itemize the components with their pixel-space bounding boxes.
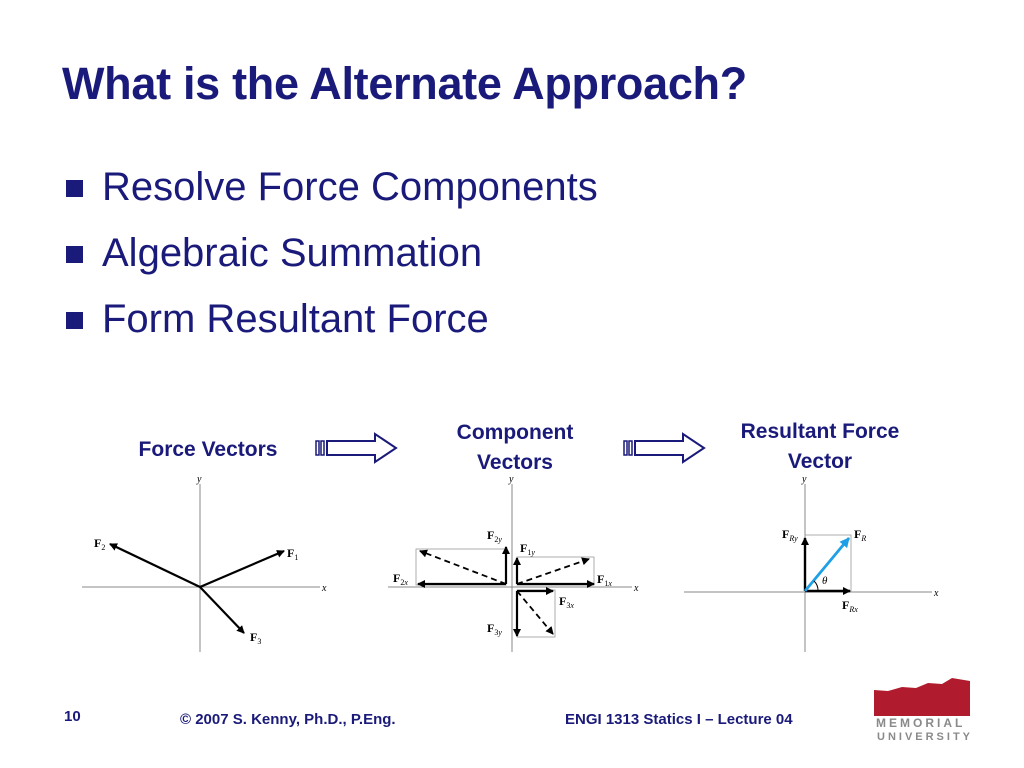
bullet-square-icon — [66, 180, 83, 197]
svg-text:F1y: F1y — [520, 541, 535, 557]
svg-text:F1: F1 — [287, 546, 298, 562]
flow-arrow-2 — [623, 432, 706, 464]
bullet-item: Algebraic Summation — [62, 228, 598, 294]
svg-text:F1x: F1x — [597, 572, 612, 588]
svg-text:F2: F2 — [94, 536, 105, 552]
svg-text:F2x: F2x — [393, 571, 408, 587]
footer-course: ENGI 1313 Statics I – Lecture 04 — [565, 711, 793, 728]
svg-text:y: y — [801, 474, 807, 485]
bullet-text: Algebraic Summation — [102, 231, 483, 275]
svg-text:F2y: F2y — [487, 528, 502, 544]
svg-text:MEMORIAL: MEMORIAL — [876, 716, 965, 730]
x-axis-label: x — [321, 583, 327, 594]
svg-text:x: x — [933, 588, 939, 599]
svg-text:FRy: FRy — [782, 527, 798, 543]
component-vectors-figure: x y F2y F1y F2x F1x F3x F3y — [388, 474, 639, 652]
component-vectors-label: Component Vectors — [456, 421, 574, 474]
theta-label: θ — [822, 575, 828, 587]
svg-text:F3: F3 — [250, 630, 261, 646]
bullet-list: Resolve Force Components Algebraic Summa… — [62, 162, 598, 360]
svg-text:y: y — [508, 474, 514, 485]
memorial-university-logo: MEMORIAL UNIVERSITY — [874, 678, 973, 743]
resultant-vector-figure: x y θ FRy FR FRx — [684, 474, 939, 652]
bullet-item: Resolve Force Components — [62, 162, 598, 228]
resultant-force-vector-label: Resultant Force Vector — [740, 420, 900, 473]
resultant-arrow — [803, 537, 851, 592]
bullet-square-icon — [66, 246, 83, 263]
bullet-square-icon — [66, 312, 83, 329]
flow-arrow-1 — [315, 432, 398, 464]
force-vectors-label: Force Vectors — [138, 438, 278, 461]
force-vectors-figure: x y F1 F2 F3 — [82, 474, 327, 652]
svg-text:F3y: F3y — [487, 621, 502, 637]
bullet-item: Form Resultant Force — [62, 294, 598, 360]
svg-text:x: x — [633, 583, 639, 594]
slide-title: What is the Alternate Approach? — [62, 58, 747, 109]
footer-copyright: © 2007 S. Kenny, Ph.D., P.Eng. — [180, 711, 396, 728]
svg-text:UNIVERSITY: UNIVERSITY — [877, 731, 973, 743]
bullet-text: Form Resultant Force — [102, 297, 489, 341]
bullet-text: Resolve Force Components — [102, 165, 598, 209]
svg-text:FR: FR — [854, 527, 866, 543]
y-axis-label: y — [196, 474, 202, 485]
svg-text:F3x: F3x — [559, 594, 574, 610]
page-number: 10 — [64, 708, 81, 725]
svg-text:FRx: FRx — [842, 598, 858, 614]
